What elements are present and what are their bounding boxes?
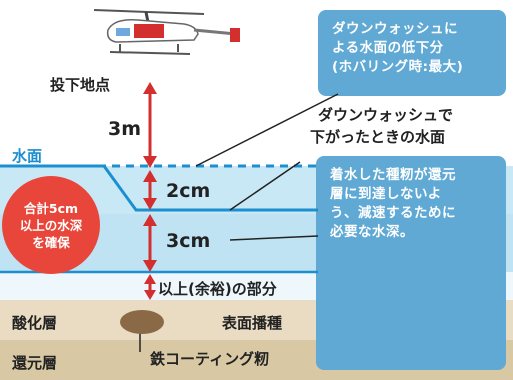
margin-part-label: 以上(余裕)の部分	[158, 280, 277, 298]
helicopter-icon	[93, 9, 240, 55]
callout-top-line-2: よる水面の低下分	[332, 40, 444, 56]
iron-coated-seed-label: 鉄コーティング籾	[150, 350, 270, 368]
callout-top-line-1: ダウンウォッシュに	[332, 21, 458, 37]
oxidized-layer-label: 酸化層	[12, 314, 58, 332]
total-depth-badge: 合計5cm 以上の水深 を確保	[2, 176, 100, 274]
arrow-2cm-up	[143, 170, 157, 182]
height-label: 3m	[108, 118, 142, 140]
lowered-surface-label-line-2: 下がったときの水面	[310, 128, 446, 146]
arrow-margin-down	[144, 290, 156, 300]
surface-sowing-label: 表面播種	[222, 314, 283, 332]
depth-2cm-label: 2cm	[166, 180, 211, 202]
lowered-surface-label-line-1: ダウンウォッシュで	[318, 106, 454, 124]
arrow-3m-down	[143, 156, 157, 168]
water-surface-label: 水面	[12, 147, 43, 165]
callout-side-line-1: 着水した種籾が還元	[330, 167, 456, 183]
seed-icon	[120, 310, 164, 334]
arrow-3cm-up	[143, 214, 157, 226]
total-depth-line-3: を確保	[32, 234, 70, 250]
downwash-drop-callout: ダウンウォッシュに よる水面の低下分 (ホバリング時:最大)	[318, 10, 506, 96]
reduced-layer-label: 還元層	[12, 354, 58, 372]
callout-top-line-3: (ホバリング時:最大)	[332, 59, 464, 75]
total-depth-line-2: 以上の水深	[19, 217, 83, 233]
leader-lowered-surface	[229, 161, 301, 211]
leader-callout-side	[229, 235, 319, 241]
total-depth-line-1: 合計5cm	[23, 200, 79, 216]
callout-side-line-2: 層に到達しないよ	[330, 186, 442, 202]
lowered-surface-line	[0, 164, 318, 212]
drop-point-label: 投下地点	[50, 76, 111, 94]
arrow-3cm-down	[143, 260, 157, 272]
depth-3cm-label: 3cm	[166, 230, 211, 252]
arrow-2cm-down	[143, 198, 157, 210]
leader-callout-top	[195, 93, 339, 167]
callout-side-line-4: 必要な水深。	[330, 224, 414, 240]
required-depth-callout: 着水した種籾が還元 層に到達しないよ う、減速するために 必要な水深。	[316, 156, 506, 370]
callout-side-line-3: う、減速するために	[330, 205, 456, 221]
arrow-3m-up	[143, 82, 157, 94]
arrow-margin-up	[144, 274, 156, 284]
